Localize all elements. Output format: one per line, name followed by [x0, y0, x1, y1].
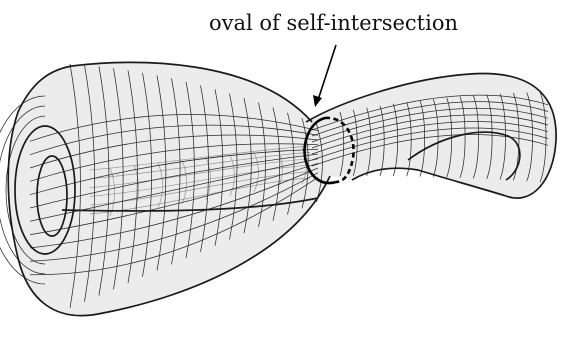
neck-longitude-line: [311, 94, 549, 131]
body-ring-line: [113, 68, 124, 290]
neck-ring-line: [539, 91, 547, 183]
body-ring-line: [200, 85, 209, 252]
neck-ring-line: [512, 92, 520, 181]
hidden-tube-ring: [109, 167, 115, 217]
bottle-midline: [61, 197, 319, 212]
body-ring-line: [185, 81, 195, 259]
opening-ring-line: [0, 105, 46, 275]
oval-back-arc: [324, 116, 355, 184]
neck-ring-line: [379, 105, 385, 177]
body-longitude-line: [29, 114, 319, 142]
bottle-neck-outline: [305, 72, 557, 199]
bottle-opening-rim: [14, 125, 76, 255]
body-ring-line: [84, 65, 96, 302]
hidden-tube-line: [89, 145, 311, 171]
body-ring-line: [98, 66, 110, 296]
body-ring-line: [229, 93, 238, 240]
hidden-tube-ring: [133, 165, 139, 213]
bottle-body-fill: [8, 62, 330, 316]
body-longitude-line: [29, 134, 319, 169]
body-longitude-line: [29, 167, 319, 249]
neck-ring-line: [339, 111, 345, 177]
hidden-tube-ring: [253, 152, 259, 193]
body-ring-line: [171, 78, 181, 265]
annotation-label: oval of self-intersection: [209, 11, 458, 35]
body-ring-line: [272, 107, 281, 221]
body-ring-line: [258, 102, 266, 227]
opening-ring-line: [5, 115, 46, 265]
neck-ring-line: [406, 102, 412, 177]
body-longitude-line: [29, 158, 319, 222]
neck-longitude-line: [311, 134, 549, 167]
body-ring-line: [214, 89, 224, 246]
opening-ring-line: [0, 95, 46, 285]
body-ring-line: [127, 70, 138, 284]
neck-longitude-line: [311, 107, 549, 143]
neck-longitude-line: [311, 114, 549, 149]
neck-longitude-line: [311, 121, 549, 155]
handle-inner-edge: [407, 131, 521, 181]
klein-bottle-surface: [0, 61, 557, 317]
neck-ring-line: [352, 109, 358, 177]
body-longitude-line: [29, 172, 319, 262]
hidden-tube-line: [89, 164, 311, 197]
neck-longitude-line: [311, 127, 549, 161]
hidden-tube-ring: [157, 162, 163, 209]
body-longitude-line: [29, 143, 319, 182]
oval-front-arc: [303, 116, 337, 185]
neck-ring-line: [392, 103, 398, 177]
body-ring-line: [142, 72, 152, 277]
hidden-tube-ring: [181, 160, 187, 205]
body-ring-line: [243, 97, 252, 234]
body-ring-line: [69, 63, 81, 309]
self-intersection-oval: [303, 116, 355, 185]
bottle-body-outline: [7, 61, 331, 317]
neck-ring-line: [526, 92, 533, 182]
annotation-arrow: [313, 44, 337, 107]
arrow-head: [313, 95, 322, 107]
body-longitude-line: [29, 176, 319, 276]
body-longitude-line: [29, 162, 319, 236]
hidden-tube-line: [89, 152, 311, 180]
body-ring-line: [156, 75, 167, 271]
neck-ring-line: [486, 94, 493, 179]
neck-ring-line: [459, 96, 466, 178]
hidden-tube-ring: [229, 154, 235, 197]
hidden-tube-line: [89, 158, 311, 188]
bottle-opening-inner: [36, 155, 68, 237]
neck-longitude-line: [311, 101, 549, 137]
